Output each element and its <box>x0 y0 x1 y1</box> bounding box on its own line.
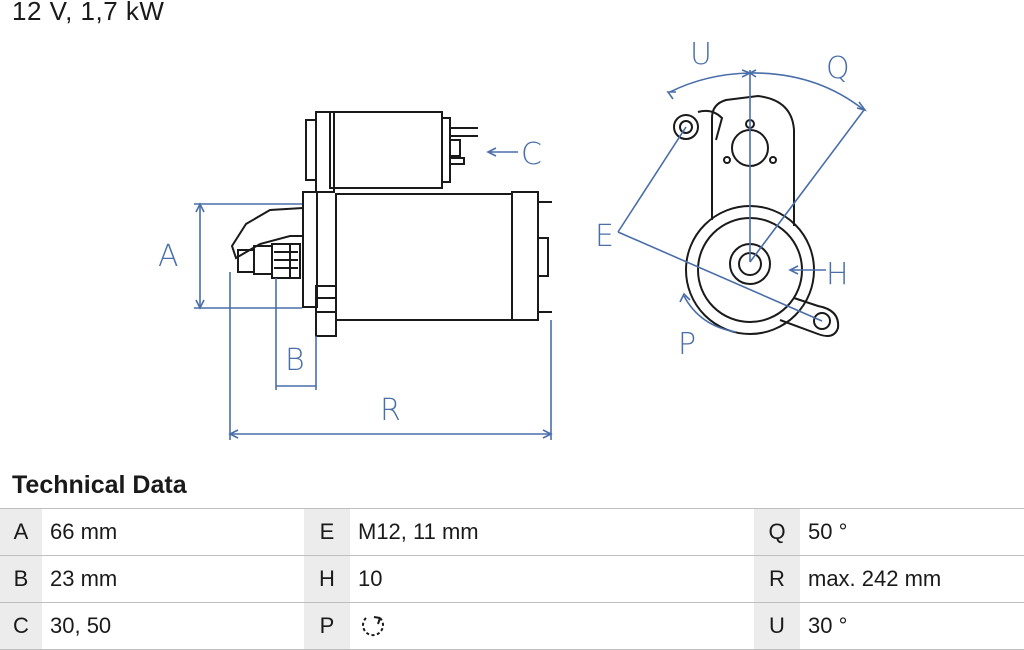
starter-motor-drawing: A B C R U Q E H P <box>158 37 867 440</box>
technical-data-table: A 66 mm E M12, 11 mm Q 50 ° B 23 mm H 10… <box>0 508 1024 650</box>
label-A: A <box>158 239 179 274</box>
technical-data-heading: Technical Data <box>12 471 187 499</box>
spec-key: U <box>754 603 800 649</box>
label-U: U <box>690 37 712 72</box>
table-row: B 23 mm H 10 R max. 242 mm <box>0 555 1024 602</box>
label-Q: Q <box>826 51 850 86</box>
spec-key: Q <box>754 509 800 555</box>
spec-key: C <box>0 603 42 649</box>
side-view <box>194 111 553 440</box>
spec-key: P <box>304 603 350 649</box>
page-title: 12 V, 1,7 kW <box>12 0 165 26</box>
spec-value: 66 mm <box>42 509 304 555</box>
spec-key: E <box>304 509 350 555</box>
table-row: C 30, 50 P U 30 ° <box>0 602 1024 650</box>
label-H: H <box>826 257 849 292</box>
label-E: E <box>595 219 614 254</box>
spec-key: B <box>0 556 42 602</box>
spec-value: max. 242 mm <box>800 556 1024 602</box>
label-P: P <box>678 327 696 362</box>
spec-value <box>350 603 754 649</box>
spec-value: M12, 11 mm <box>350 509 754 555</box>
label-B: B <box>285 343 305 378</box>
spec-key: R <box>754 556 800 602</box>
spec-key: A <box>0 509 42 555</box>
label-C: C <box>521 137 542 172</box>
spec-key: H <box>304 556 350 602</box>
end-view <box>617 69 867 337</box>
spec-value: 23 mm <box>42 556 304 602</box>
label-R: R <box>380 393 401 428</box>
table-row: A 66 mm E M12, 11 mm Q 50 ° <box>0 508 1024 555</box>
spec-value: 30, 50 <box>42 603 304 649</box>
spec-value: 50 ° <box>800 509 1024 555</box>
spec-value: 30 ° <box>800 603 1024 649</box>
spec-value: 10 <box>350 556 754 602</box>
rotation-direction-icon <box>358 611 388 641</box>
